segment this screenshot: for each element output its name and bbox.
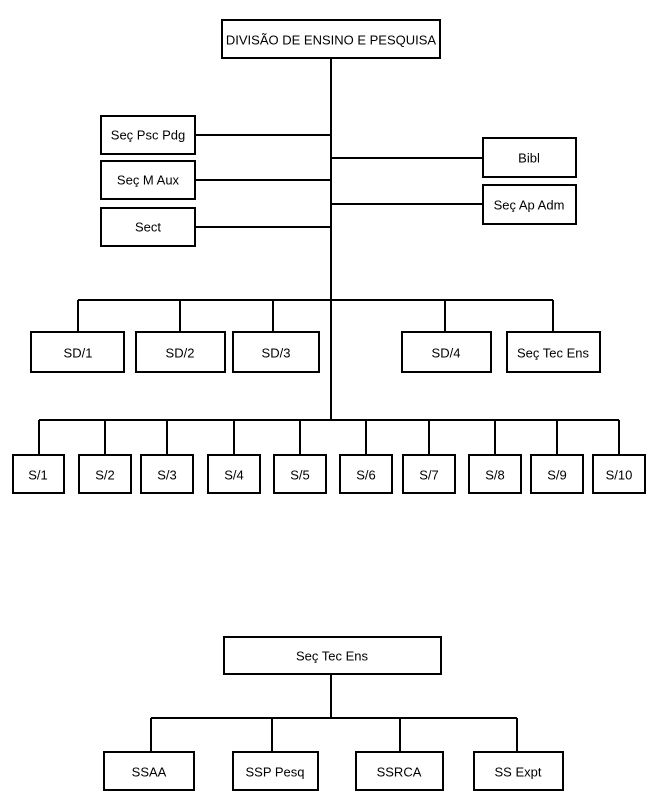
node-sd-2: SD/2 — [135, 331, 226, 373]
node-root-division: DIVISÃO DE ENSINO E PESQUISA — [221, 19, 441, 59]
node-s-9: S/9 — [530, 454, 584, 494]
node-staff-left-3: Sect — [100, 207, 196, 247]
node-label: Seç Psc Pdg — [111, 128, 185, 143]
node-s-10: S/10 — [592, 454, 646, 494]
node-label: SSP Pesq — [245, 765, 304, 780]
node-label: SD/4 — [432, 346, 461, 361]
node-label: S/5 — [290, 468, 310, 483]
node-label: Seç Tec Ens — [517, 346, 590, 361]
node-ssaa: SSAA — [103, 751, 195, 791]
node-s-4: S/4 — [207, 454, 261, 494]
node-label: SD/3 — [262, 346, 291, 361]
node-staff-left-1: Seç Psc Pdg — [100, 115, 196, 155]
node-label: Seç M Aux — [117, 173, 180, 188]
node-label: Sect — [135, 220, 161, 235]
node-ssrca: SSRCA — [355, 751, 444, 791]
node-label: SSRCA — [377, 765, 422, 780]
node-sec-tec-ens: Seç Tec Ens — [506, 331, 601, 373]
node-staff-right-1: Bibl — [482, 137, 577, 178]
node-label: S/9 — [547, 468, 567, 483]
node-label: S/2 — [95, 468, 115, 483]
node-label: SS Expt — [495, 765, 542, 780]
node-sd-4: SD/4 — [401, 331, 492, 373]
node-label: Seç Tec Ens — [296, 649, 369, 664]
node-ssp-pesq: SSP Pesq — [232, 751, 319, 791]
node-label: S/1 — [28, 468, 48, 483]
node-label: DIVISÃO DE ENSINO E PESQUISA — [226, 33, 437, 48]
connectors-sec-tec-ens — [150, 674, 518, 752]
node-label: S/7 — [419, 468, 439, 483]
node-label: SD/1 — [64, 346, 93, 361]
node-root-sec-tec-ens: Seç Tec Ens — [223, 636, 442, 675]
node-label: Bibl — [518, 151, 540, 166]
node-s-7: S/7 — [402, 454, 456, 494]
node-label: S/6 — [356, 468, 376, 483]
node-s-2: S/2 — [78, 454, 132, 494]
node-staff-left-2: Seç M Aux — [100, 160, 196, 200]
connectors-division — [38, 57, 620, 455]
node-sd-1: SD/1 — [30, 331, 125, 373]
node-s-6: S/6 — [339, 454, 393, 494]
node-s-1: S/1 — [12, 454, 65, 494]
node-label: SD/2 — [166, 346, 195, 361]
node-s-5: S/5 — [273, 454, 327, 494]
node-sd-3: SD/3 — [232, 331, 320, 373]
node-label: S/10 — [606, 468, 633, 483]
node-staff-right-2: Seç Ap Adm — [482, 184, 577, 225]
node-label: S/3 — [157, 468, 177, 483]
node-label: S/8 — [485, 468, 505, 483]
node-ss-expt: SS Expt — [473, 751, 564, 791]
node-label: S/4 — [224, 468, 244, 483]
node-s-8: S/8 — [468, 454, 522, 494]
node-label: Seç Ap Adm — [494, 198, 565, 213]
node-label: SSAA — [132, 765, 167, 780]
node-s-3: S/3 — [140, 454, 194, 494]
